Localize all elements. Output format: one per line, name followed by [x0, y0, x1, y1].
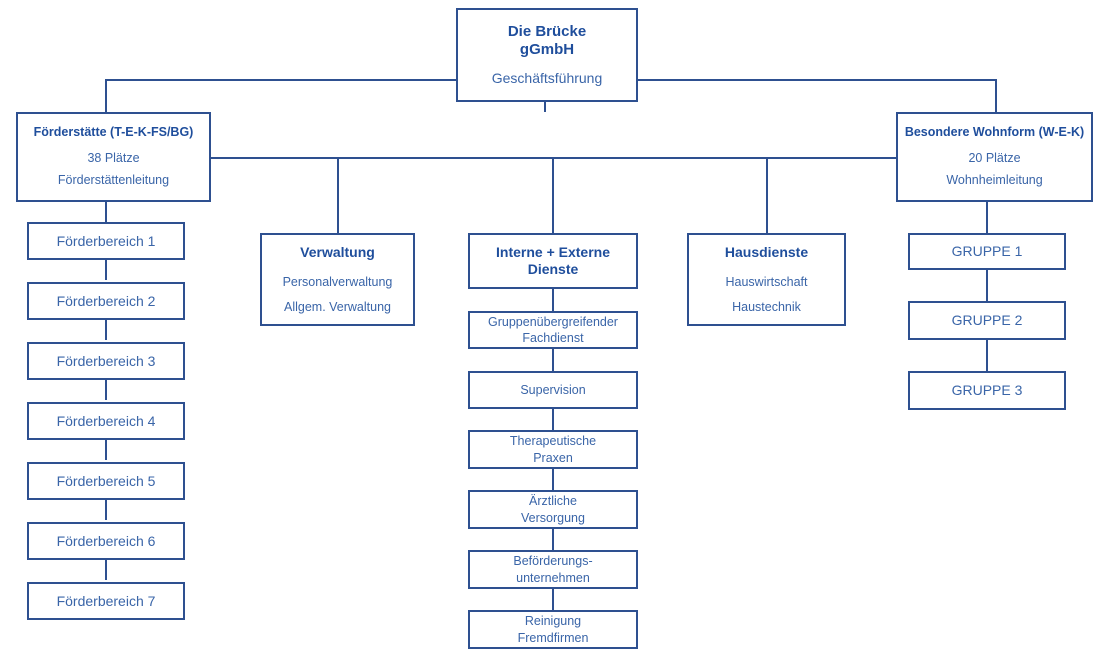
node-gruppe-2[interactable]: GRUPPE 2: [908, 301, 1066, 340]
foerderstaette-leadership: Förderstättenleitung: [57, 173, 170, 188]
node-hausdienste[interactable]: Hausdienste Hauswirtschaft Haustechnik: [687, 233, 846, 326]
connector-dienste-child5-child6: [552, 589, 554, 610]
connector-dienste-child4-child5: [552, 529, 554, 550]
connector-dienste-child3-child4: [552, 469, 554, 490]
node-foerderbereich-4[interactable]: Förderbereich 4: [27, 402, 185, 440]
foerderbereich-3-label: Förderbereich 3: [56, 352, 156, 369]
dienste-child-5-line2: unternehmen: [516, 570, 590, 585]
foerderbereich-2-label: Förderbereich 2: [56, 292, 156, 309]
connector-dienste-child2-child3: [552, 409, 554, 430]
verwaltung-item-1: Personalverwaltung: [282, 274, 393, 289]
node-dienste-child-6[interactable]: Reinigung Fremdfirmen: [468, 610, 638, 649]
root-subtitle: Geschäftsführung: [491, 70, 603, 87]
dienste-child-4-line2: Versorgung: [521, 510, 585, 525]
node-besondere-wohnform[interactable]: Besondere Wohnform (W-E-K) 20 Plätze Woh…: [896, 112, 1093, 202]
foerderbereich-6-label: Förderbereich 6: [56, 532, 156, 549]
dienste-child-3-line2: Praxen: [533, 450, 573, 465]
connector-fb1-fb2: [105, 260, 107, 280]
connector-fb2-fb3: [105, 320, 107, 340]
node-dienste-child-1[interactable]: Gruppenübergreifender Fachdienst: [468, 311, 638, 349]
node-interne-externe-dienste[interactable]: Interne + Externe Dienste: [468, 233, 638, 289]
connector-fb6-fb7: [105, 560, 107, 580]
dienste-child-6-line2: Fremdfirmen: [517, 630, 589, 645]
connector-dienste-child1-child2: [552, 349, 554, 371]
connector-root-right-stub: [638, 79, 997, 81]
foerderbereich-4-label: Förderbereich 4: [56, 412, 156, 429]
foerderbereich-5-label: Förderbereich 5: [56, 472, 156, 489]
dienste-child-6-line1: Reinigung: [524, 614, 582, 629]
connector-fb4-fb5: [105, 440, 107, 460]
dienste-title-line1: Interne + Externe: [496, 243, 610, 260]
connector-to-hausdienste: [766, 157, 768, 233]
root-title-line1: Die Brücke: [507, 22, 587, 40]
foerderbereich-1-label: Förderbereich 1: [56, 232, 156, 249]
gruppe-2-label: GRUPPE 2: [951, 312, 1023, 329]
dienste-child-3-line1: Therapeutische: [509, 434, 597, 449]
connector-root-left-stub: [105, 79, 456, 81]
node-foerderbereich-6[interactable]: Förderbereich 6: [27, 522, 185, 560]
connector-to-wohnform: [995, 79, 997, 113]
gruppe-3-label: GRUPPE 3: [951, 382, 1023, 399]
connector-to-verwaltung: [337, 157, 339, 233]
connector-gruppe2-gruppe3: [986, 340, 988, 371]
dienste-title-line2: Dienste: [527, 261, 579, 277]
verwaltung-title: Verwaltung: [300, 244, 375, 260]
foerderstaette-capacity: 38 Plätze: [87, 151, 140, 166]
node-dienste-child-2[interactable]: Supervision: [468, 371, 638, 409]
node-foerderbereich-7[interactable]: Förderbereich 7: [27, 582, 185, 620]
hausdienste-item-2: Haustechnik: [732, 299, 801, 314]
wohnform-leadership: Wohnheimleitung: [946, 173, 1043, 188]
node-foerderbereich-3[interactable]: Förderbereich 3: [27, 342, 185, 380]
wohnform-capacity: 20 Plätze: [968, 151, 1021, 166]
hausdienste-title: Hausdienste: [724, 244, 809, 260]
connector-to-foerderstaette: [105, 79, 107, 113]
connector-to-dienste: [552, 157, 554, 233]
node-foerderbereich-1[interactable]: Förderbereich 1: [27, 222, 185, 260]
root-title-line2: gGmbH: [519, 41, 575, 59]
verwaltung-item-2: Allgem. Verwaltung: [283, 299, 391, 314]
dienste-child-1-line2: Fachdienst: [522, 331, 584, 345]
dienste-child-2-line1: Supervision: [520, 382, 586, 397]
node-gruppe-1[interactable]: GRUPPE 1: [908, 233, 1066, 270]
node-die-bruecke-ggmbh[interactable]: Die Brücke gGmbH Geschäftsführung: [456, 8, 638, 102]
foerderbereich-7-label: Förderbereich 7: [56, 592, 156, 609]
node-foerderstaette[interactable]: Förderstätte (T-E-K-FS/BG) 38 Plätze För…: [16, 112, 211, 202]
dienste-child-5-line1: Beförderungs-: [513, 554, 593, 569]
connector-fb5-fb6: [105, 500, 107, 520]
node-foerderbereich-5[interactable]: Förderbereich 5: [27, 462, 185, 500]
hausdienste-item-1: Hauswirtschaft: [725, 274, 808, 289]
node-verwaltung[interactable]: Verwaltung Personalverwaltung Allgem. Ve…: [260, 233, 415, 326]
wohnform-title: Besondere Wohnform (W-E-K): [904, 125, 1085, 140]
node-dienste-child-3[interactable]: Therapeutische Praxen: [468, 430, 638, 469]
dienste-child-4-line1: Ärztliche: [529, 494, 577, 509]
foerderstaette-title: Förderstätte (T-E-K-FS/BG): [33, 125, 194, 140]
connector-dienste-to-child1: [552, 289, 554, 311]
node-foerderbereich-2[interactable]: Förderbereich 2: [27, 282, 185, 320]
connector-root-stub: [544, 100, 546, 112]
node-dienste-child-5[interactable]: Beförderungs- unternehmen: [468, 550, 638, 589]
connector-fb3-fb4: [105, 380, 107, 400]
node-dienste-child-4[interactable]: Ärztliche Versorgung: [468, 490, 638, 529]
connector-foerderstaette-to-fb1: [105, 202, 107, 222]
dienste-child-1-line1: Gruppenübergreifender: [488, 314, 618, 329]
gruppe-1-label: GRUPPE 1: [951, 243, 1023, 260]
connector-gruppe1-gruppe2: [986, 270, 988, 301]
connector-wohnform-to-gruppe1: [986, 202, 988, 233]
node-gruppe-3[interactable]: GRUPPE 3: [908, 371, 1066, 410]
